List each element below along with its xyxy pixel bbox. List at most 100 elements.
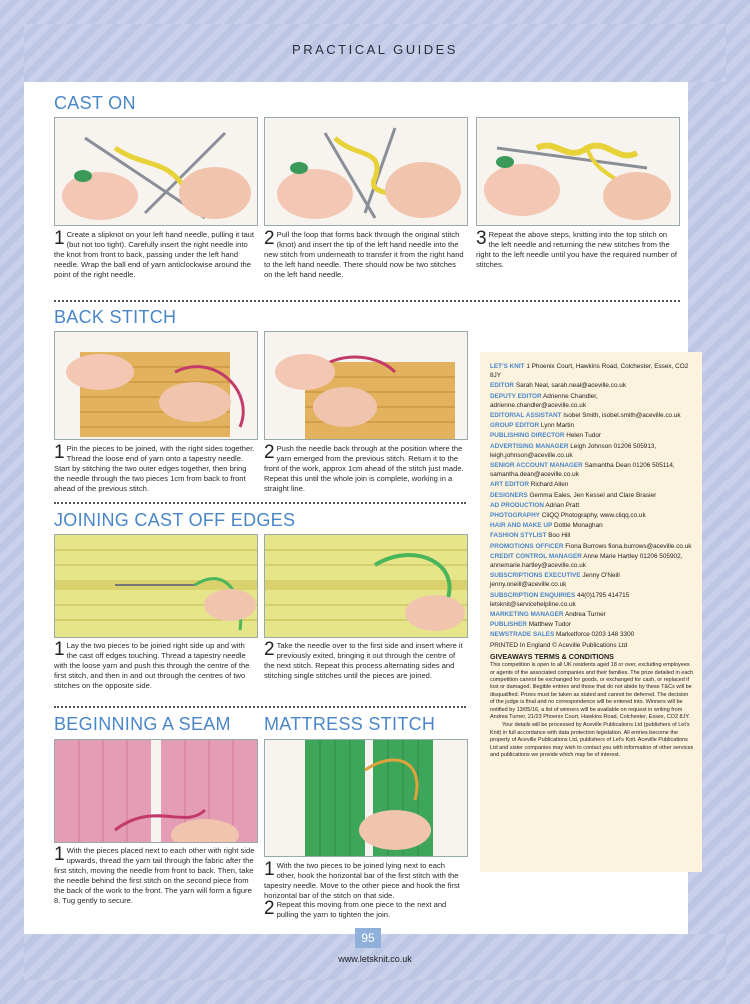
credit-row: CREDIT CONTROL MANAGER Anne Marie Hartle… [490,552,694,570]
credit-row: ADVERTISING MANAGER Leigh Johnson 01206 … [490,442,694,460]
credit-text: Sarah Neal, sarah.neal@aceville.co.uk [515,382,627,390]
back-stitch-step-1: 1 Pin the pieces to be joined, with the … [54,442,256,494]
section-divider [54,502,466,504]
credit-row: EDITORIAL ASSISTANT Isobel Smith, isobel… [490,411,694,420]
step-number: 1 [54,844,65,865]
credit-label: ADVERTISING MANAGER [490,442,569,450]
credit-text: 1 Phoenix Court, Hawkins Road, Colcheste… [490,363,689,380]
credit-label: FASHION STYLIST [490,532,547,540]
step-text: With the pieces placed next to each othe… [54,846,255,905]
cast-on-photo-1 [54,117,258,226]
credit-row: PUBLISHER Matthew Tudor [490,620,694,629]
seam-photo [54,739,258,843]
credit-row: PUBLISHING DIRECTOR Helen Tudor [490,431,694,440]
step-number: 1 [54,442,65,463]
step-number: 2 [264,898,275,919]
step-text: Pull the loop that forms back through th… [264,230,464,279]
credit-text: Boo Hill [548,532,571,540]
step-text: With the two pieces to be joined lying n… [264,861,460,900]
credit-text: Isobel Smith, isobel.smith@aceville.co.u… [563,412,681,420]
header-band: PRACTICAL GUIDES [24,24,726,82]
credit-label: EDITORIAL ASSISTANT [490,412,562,420]
credit-row: SUBSCRIPTIONS EXECUTIVE Jenny O'Neill je… [490,571,694,589]
cast-on-step-1: 1 Create a slipknot on your left hand ne… [54,228,254,280]
joining-step-1: 1 Lay the two pieces to be joined right … [54,639,256,691]
credit-text: Matthew Tudor [528,621,571,629]
credit-text: Adrian Pratt [545,501,580,509]
credit-row: FASHION STYLIST Boo Hill [490,531,694,540]
mattress-step-1: 1 With the two pieces to be joined lying… [264,859,466,901]
credit-label: HAIR AND MAKE UP [490,522,553,530]
credit-text: Anne Marie Hartley 01206 505902, annemar… [490,552,683,570]
credit-label: DESIGNERS [490,491,528,499]
giveaway-text: This competition is open to all UK resid… [490,662,694,720]
credit-text: PRINTED In England © Aceville Publicatio… [490,641,628,649]
step-text: Push the needle back through at the posi… [264,444,464,493]
cast-on-photo-2 [264,117,468,226]
section-divider [54,300,680,302]
step-number: 1 [54,639,65,660]
credit-label: MARKETING MANAGER [490,611,564,619]
page-number: 95 [355,928,381,948]
credit-label: SENIOR ACCOUNT MANAGER [490,462,583,470]
section-divider [54,706,466,708]
step-text: Lay the two pieces to be joined right si… [54,641,250,690]
credit-row: PRINTED In England © Aceville Publicatio… [490,641,694,650]
credits-panel: LET'S KNIT 1 Phoenix Court, Hawkins Road… [480,352,702,872]
joining-photo-1 [54,534,258,638]
credit-row: GROUP EDITOR Lynn Martin [490,421,694,430]
step-number: 1 [54,228,65,249]
credit-row: PROMOTIONS OFFICER Fiona Burrows fiona.b… [490,542,694,551]
credit-label: EDITOR [490,382,515,390]
credit-label: AD PRODUCTION [490,501,544,509]
back-stitch-photo-1 [54,331,258,440]
credit-row: MARKETING MANAGER Andrea Turner [490,610,694,619]
credit-row: EDITOR Sarah Neal, sarah.neal@aceville.c… [490,381,694,390]
giveaway-text-data-protection: Your details will be processed by Acevil… [490,722,694,758]
section-title-cast-on: CAST ON [54,93,136,113]
credit-label: CREDIT CONTROL MANAGER [490,552,582,560]
credit-text: Gemma Eales, Jen Kessel and Clare Brasie… [529,491,657,499]
section-title-joining: JOINING CAST OFF EDGES [54,510,296,530]
cast-on-step-3: 3 Repeat the above steps, knitting into … [476,228,678,270]
back-stitch-photo-2 [264,331,468,440]
credit-text: Dottie Monaghan [554,522,603,530]
mattress-step-2: 2 Repeat this moving from one piece to t… [264,898,466,920]
credit-label: SUBSCRIPTIONS EXECUTIVE [490,572,581,580]
credit-text: Marketforce 0203 148 3300 [556,631,635,639]
credit-row: LET'S KNIT 1 Phoenix Court, Hawkins Road… [490,362,694,380]
credit-row: DEPUTY EDITOR Adrienne Chandler, adrienn… [490,392,694,410]
joining-step-2: 2 Take the needle over to the first side… [264,639,466,681]
credit-label: DEPUTY EDITOR [490,392,542,400]
credit-label: ART EDITOR [490,481,529,489]
credit-text: Lynn Martin [540,422,575,430]
joining-photo-2 [264,534,468,638]
credit-label: SUBSCRIPTION ENQUIRIES [490,591,576,599]
step-text: Take the needle over to the first side a… [264,641,463,680]
giveaway-title: GIVEAWAYS TERMS & CONDITIONS [490,651,614,661]
credit-label: PROMOTIONS OFFICER [490,542,564,550]
credit-text: Andrea Turner [564,611,606,619]
step-number: 3 [476,228,487,249]
credit-text: 44(0)1795 414715 letsknit@servicehelplin… [490,591,630,608]
step-number: 2 [264,639,275,660]
credit-label: PHOTOGRAPHY [490,512,540,520]
footer-url: www.letsknit.co.uk [338,954,412,964]
mattress-photo [264,739,468,857]
credit-row: DESIGNERS Gemma Eales, Jen Kessel and Cl… [490,491,694,500]
step-number: 1 [264,859,275,880]
step-text: Repeat this moving from one piece to the… [276,900,447,919]
credit-label: GROUP EDITOR [490,422,540,430]
magazine-page: PRACTICAL GUIDES CAST ON [24,24,726,980]
credit-text: Leigh Johnson 01206 505913, leigh.johnso… [490,442,657,459]
credit-row: SUBSCRIPTION ENQUIRIES 44(0)1795 414715 … [490,591,694,609]
credit-row: AD PRODUCTION Adrian Pratt [490,501,694,510]
step-text: Repeat the above steps, knitting into th… [476,230,677,269]
credit-row: NEWSTRADE SALES Marketforce 0203 148 330… [490,630,694,639]
step-number: 2 [264,228,275,249]
credit-text: Richard Allen [530,481,569,489]
credit-row: SENIOR ACCOUNT MANAGER Samantha Dean 012… [490,461,694,479]
credit-row: HAIR AND MAKE UP Dottie Monaghan [490,521,694,530]
section-title-back-stitch: BACK STITCH [54,307,177,327]
credit-label: NEWSTRADE SALES [490,631,555,639]
